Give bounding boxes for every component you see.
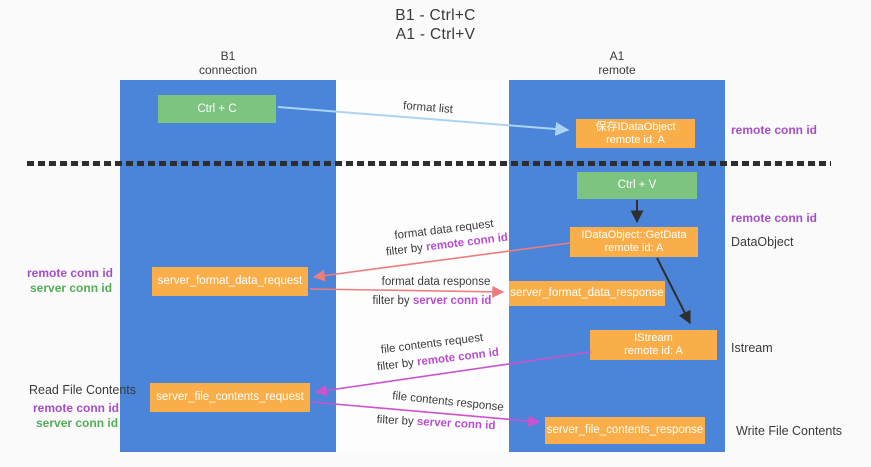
filter-by-text: filter by [376, 413, 414, 428]
node-save-dataobject-line1: 保存IDataObject [595, 120, 676, 133]
server-conn-id-text: server conn id [412, 295, 492, 307]
node-server-format-data-response: server_format_data_response [509, 281, 665, 306]
node-server-file-contents-request: server_file_contents_request [150, 383, 310, 412]
label-remote-conn-id-right-mid: remote conn id [731, 211, 818, 225]
node-server-file-contents-response: server_file_contents_response [545, 417, 705, 444]
node-server-file-contents-response-label: server_file_contents_response [546, 424, 704, 436]
label-dataobject: DataObject [731, 235, 794, 249]
node-istream-line1: IStream [634, 332, 673, 344]
phase-separator-dashed-line [27, 161, 831, 166]
node-istream: IStream remote id: A [590, 330, 717, 360]
label-server-conn-id-left-1: server conn id [30, 281, 113, 295]
node-save-dataobject: 保存IDataObject remote id: A [576, 119, 695, 148]
node-ctrl-v-label: Ctrl + V [617, 179, 657, 191]
diagram-title-line1: B1 - Ctrl+C [395, 7, 476, 24]
label-server-conn-id-left-2: server conn id [36, 416, 119, 430]
label-istream: Istream [731, 341, 773, 355]
node-getdata-line1: IDataObject::GetData [581, 229, 687, 241]
node-idataobject-getdata: IDataObject::GetData remote id: A [570, 227, 698, 257]
node-istream-line2: remote id: A [624, 345, 683, 357]
diagram-title-line2: A1 - Ctrl+V [395, 26, 476, 43]
node-server-file-contents-request-label: server_file_contents_request [156, 391, 304, 403]
label-write-file-contents: Write File Contents [736, 424, 843, 438]
node-ctrl-c-label: Ctrl + C [197, 102, 237, 115]
label-filter-by-server-conn-id-1: filter by server conn id [373, 295, 492, 307]
node-server-format-data-request-label: server_format_data_request [157, 275, 303, 287]
lifeline-left-role: connection [198, 63, 258, 77]
node-server-format-data-request: server_format_data_request [152, 267, 308, 296]
node-save-dataobject-line2: remote id: A [606, 133, 665, 146]
label-remote-conn-id-left-2: remote conn id [33, 401, 120, 415]
lifeline-right-role: remote [598, 63, 636, 77]
lifeline-right-name: A1 [609, 49, 625, 63]
node-getdata-line2: remote id: A [604, 242, 664, 254]
label-format-data-response: format data response [381, 276, 491, 288]
label-remote-conn-id-left-1: remote conn id [27, 266, 114, 280]
lifeline-right-header: A1 remote [509, 49, 725, 77]
lifeline-left-header: B1 connection [120, 49, 336, 77]
node-ctrl-v: Ctrl + V [577, 172, 697, 199]
label-remote-conn-id-right-top: remote conn id [731, 123, 818, 137]
label-read-file-contents: Read File Contents [29, 383, 137, 397]
lifeline-left-name: B1 [220, 49, 236, 63]
node-server-format-data-response-label: server_format_data_response [510, 287, 664, 299]
node-ctrl-c: Ctrl + C [158, 95, 276, 123]
filter-by-text: filter by [372, 295, 410, 307]
